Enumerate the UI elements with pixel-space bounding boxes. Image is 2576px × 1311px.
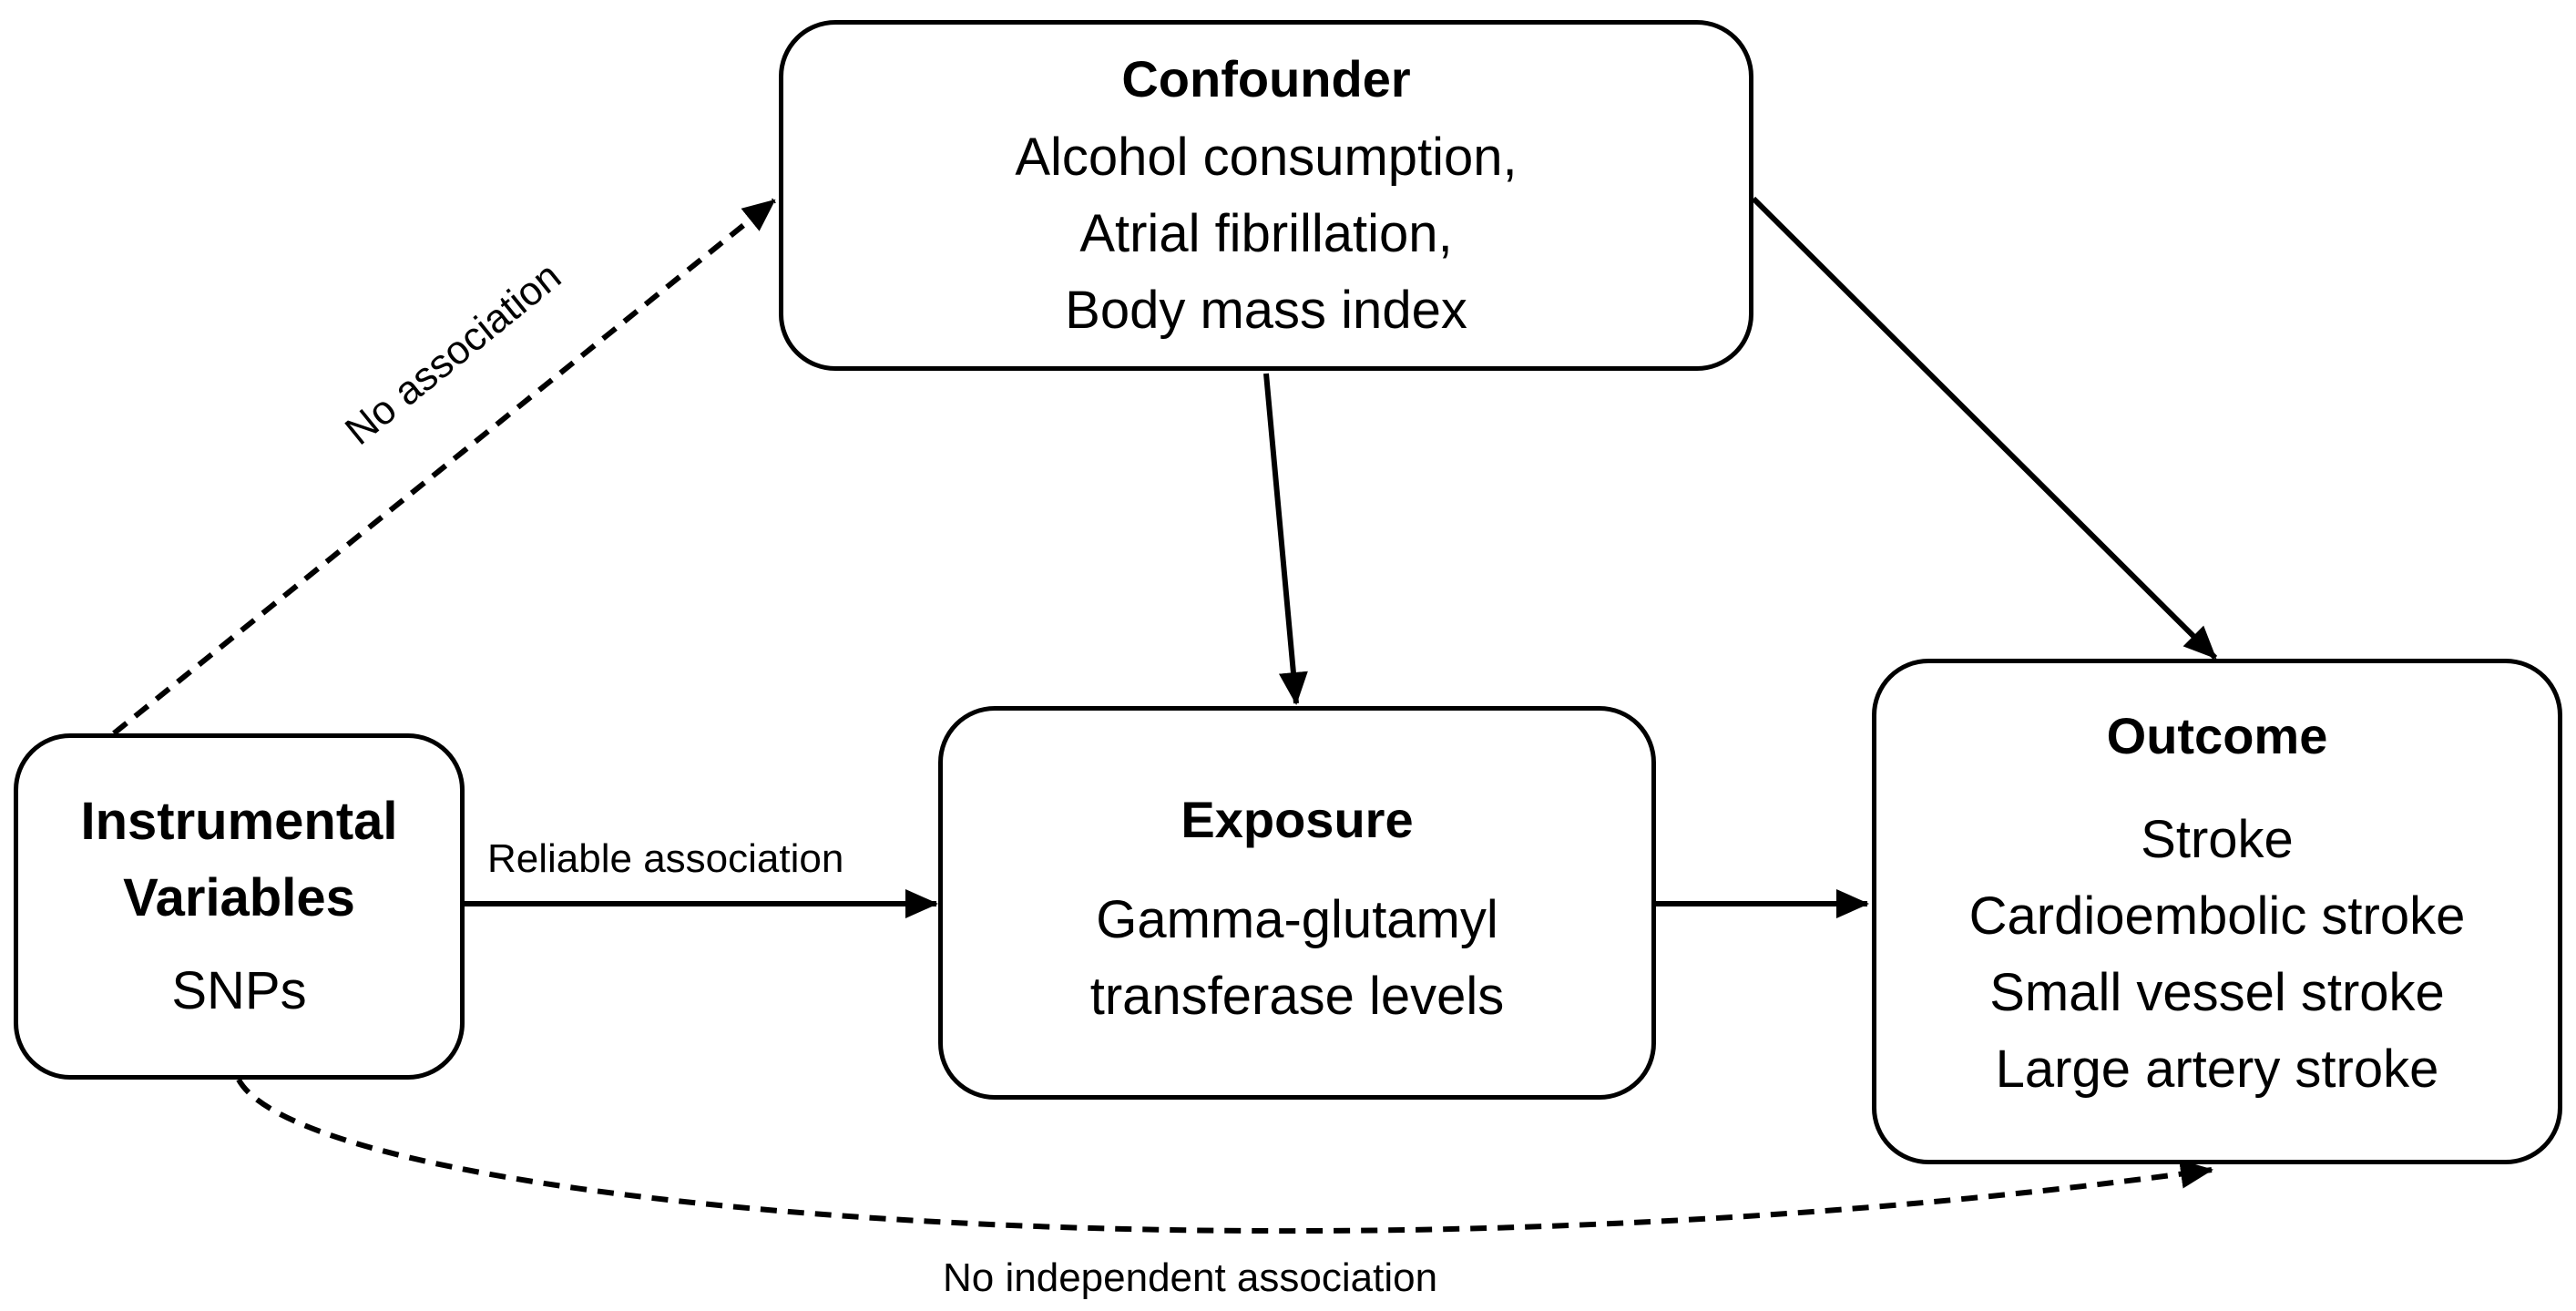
iv-title-line: Variables xyxy=(123,868,355,927)
exposure-node: Exposure Gamma-glutamyl transferase leve… xyxy=(938,706,1656,1100)
confounder-line: Atrial fibrillation, xyxy=(1079,204,1453,263)
exposure-line: transferase levels xyxy=(1089,967,1505,1026)
confounder-line: Alcohol consumption, xyxy=(1015,128,1518,187)
edge-label-reliable-association: Reliable association xyxy=(487,836,844,881)
instrumental-variables-node: Instrumental Variables SNPs xyxy=(14,733,465,1080)
edge-label-no-independent-association: No independent association xyxy=(943,1255,1438,1300)
outcome-title: Outcome xyxy=(2106,707,2328,764)
edge-confounder-to-outcome xyxy=(1751,196,2218,661)
iv-title-line: Instrumental xyxy=(80,792,398,851)
outcome-line: Cardioembolic stroke xyxy=(1968,886,2466,946)
exposure-title: Exposure xyxy=(1181,791,1414,848)
outcome-line: Large artery stroke xyxy=(1995,1040,2439,1099)
outcome-node: Outcome Stroke Cardioembolic stroke Smal… xyxy=(1872,659,2562,1164)
confounder-node: Confounder Alcohol consumption, Atrial f… xyxy=(779,20,1753,371)
iv-title: Instrumental Variables xyxy=(18,784,460,937)
confounder-line: Body mass index xyxy=(1065,281,1467,340)
edge-confounder-to-exposure xyxy=(1263,373,1308,705)
outcome-line: Small vessel stroke xyxy=(1989,963,2445,1022)
outcome-line: Stroke xyxy=(2141,810,2294,869)
edge-iv-to-outcome xyxy=(236,1078,2213,1234)
confounder-title: Confounder xyxy=(1121,50,1411,108)
exposure-line: Gamma-glutamyl xyxy=(1096,890,1498,949)
edge-iv-to-confounder xyxy=(112,198,776,736)
iv-line: SNPs xyxy=(171,961,307,1020)
